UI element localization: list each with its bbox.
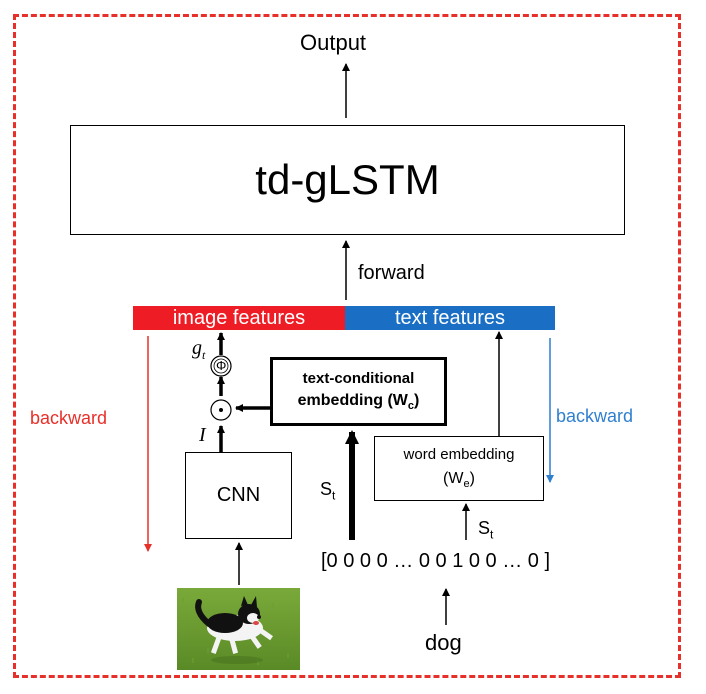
text-cond-line1: text-conditional [302,370,415,388]
st-label-right: St [478,518,494,542]
input-i-label: I [199,424,206,446]
cnn-box: CNN [185,452,292,539]
mult-dot [219,408,223,412]
image-features-segment: image features [133,306,345,330]
text-features-segment: text features [345,306,555,330]
phi-gate-inner [213,358,229,374]
backward-right-label: backward [556,406,634,426]
td-glstm-block: td-gLSTM [70,125,625,235]
dog-photo-illustration [177,588,300,670]
td-glstm-label: td-gLSTM [255,156,440,203]
text-conditional-embedding-box: text-conditional embedding (Wc) [270,357,447,426]
outer-dashed-frame [13,14,681,678]
cnn-label: CNN [216,484,261,506]
gate-gt-label: gt [192,337,206,362]
image-features-label: image features [172,306,306,329]
phi-symbol: Φ [216,358,227,373]
text-cond-line2: embedding (Wc) [297,391,420,412]
text-features-label: text features [394,306,506,329]
word-emb-line1: word embedding [403,446,515,464]
st-label-left: St [320,479,336,503]
dog-photo [177,588,300,670]
forward-label: forward [358,262,425,284]
output-label: Output [300,30,367,55]
one-hot-vector: [0 0 0 0 … 0 0 1 0 0 … 0 ] [321,550,551,572]
word-embedding-box: word embedding (We) [374,436,544,501]
backward-left-label: backward [30,408,108,428]
feature-bar: image features text features [133,306,555,330]
input-word-dog: dog [425,630,462,655]
word-emb-line2: (We) [443,469,475,491]
